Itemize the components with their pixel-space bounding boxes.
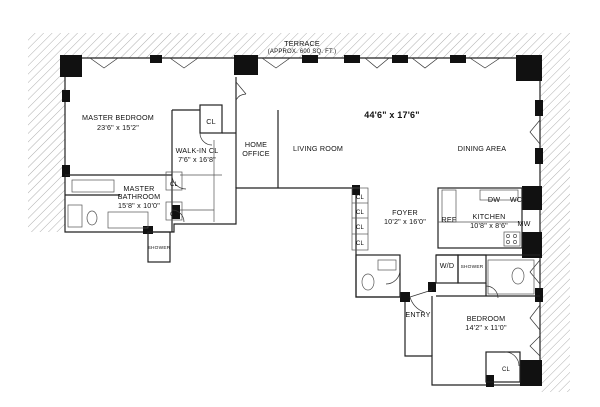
master-bath-dims: 15'8" x 10'0" [118, 201, 160, 210]
terrace-area-label: (APPROX. 600 SQ. FT.) [268, 49, 337, 55]
kitchen-dims: 10'8" x 8'6" [470, 221, 508, 230]
microwave-label: MW [517, 219, 530, 228]
terrace-windows [89, 57, 541, 357]
kitchen-label: KITCHEN [473, 212, 506, 221]
bedroom-label: BEDROOM [467, 314, 506, 323]
bedroom-closet-label: CL [502, 367, 511, 373]
washer-dryer-label: W/D [440, 261, 455, 270]
door-swings [171, 81, 520, 367]
shower-label-guest: SHOWER [461, 264, 484, 270]
wine-cooler-label: WC [510, 195, 522, 204]
terrace-label: TERRACE [284, 39, 320, 48]
walkin-closet-dims: 7'6" x 16'8" [178, 155, 216, 164]
foyer-dims: 10'2" x 16'0" [384, 217, 426, 226]
dishwasher-label: DW [488, 195, 500, 204]
home-office-label-line2: OFFICE [242, 149, 270, 158]
foyer-closet-label-3: CL [356, 225, 365, 231]
refrigerator-label: REF [442, 215, 457, 224]
master-bath-label-line1: MASTER [123, 184, 154, 193]
walkin-closet-label: WALK-IN CL [176, 146, 219, 155]
dining-area-label: DINING AREA [458, 144, 507, 153]
closet-label-bath-lower: CL [170, 212, 179, 218]
foyer-closet-label-4: CL [356, 241, 365, 247]
foyer-closet-label-2: CL [356, 210, 365, 216]
living-room-label: LIVING ROOM [293, 144, 343, 153]
interior-walls [65, 77, 540, 383]
master-bedroom-label: MASTER BEDROOM [82, 113, 154, 122]
foyer-label: FOYER [392, 208, 418, 217]
master-bedroom-dims: 23'6" x 15'2" [97, 123, 139, 132]
apartment-interior [65, 58, 540, 385]
great-room-dims: 44'6" x 17'6" [364, 110, 419, 120]
closet-label-bath-upper: CL [170, 182, 179, 188]
home-office-label-line1: HOME [245, 140, 267, 149]
shower-label: SHOWER [148, 245, 171, 251]
closet-label-walkin: CL [206, 117, 216, 126]
foyer-closet-label-1: CL [356, 195, 365, 201]
bedroom-dims: 14'2" x 11'0" [465, 323, 507, 332]
room-labels: TERRACE (APPROX. 600 SQ. FT.) 44'6" x 17… [82, 39, 530, 373]
entry-label: ENTRY [405, 310, 430, 319]
master-bath-label-line2: BATHROOM [118, 192, 161, 201]
